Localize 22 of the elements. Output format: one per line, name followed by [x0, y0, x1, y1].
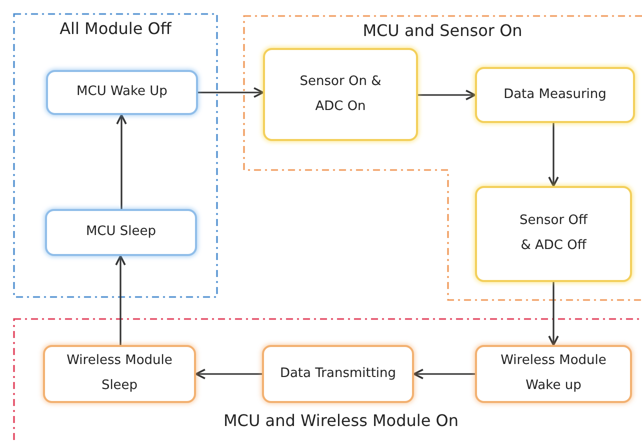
- arrow: [413, 368, 475, 380]
- process-box: Sensor Off & ADC Off: [475, 186, 632, 282]
- group-boundary: [13, 13, 218, 298]
- arrow: [195, 368, 262, 380]
- group-boundary: [13, 318, 642, 442]
- process-box: MCU Sleep: [45, 209, 197, 256]
- arrow: [198, 87, 264, 98]
- arrow: [116, 114, 127, 209]
- process-box: MCU Wake Up: [46, 70, 198, 115]
- process-box: Data Measuring: [475, 67, 635, 123]
- process-box: Wireless Module Sleep: [43, 345, 196, 403]
- arrow: [115, 255, 126, 345]
- group-title: MCU and Sensor On: [362, 21, 524, 40]
- group-title: All Module Off: [58, 19, 173, 38]
- group-boundary: [243, 15, 642, 300]
- arrow: [548, 123, 559, 187]
- process-box: Sensor On & ADC On: [263, 48, 418, 141]
- arrow: [418, 90, 476, 100]
- arrow: [548, 282, 559, 346]
- group-title: MCU and Wireless Module On: [222, 411, 460, 430]
- process-box: Data Transmitting: [262, 345, 414, 403]
- process-box: Wireless Module Wake up: [475, 345, 632, 403]
